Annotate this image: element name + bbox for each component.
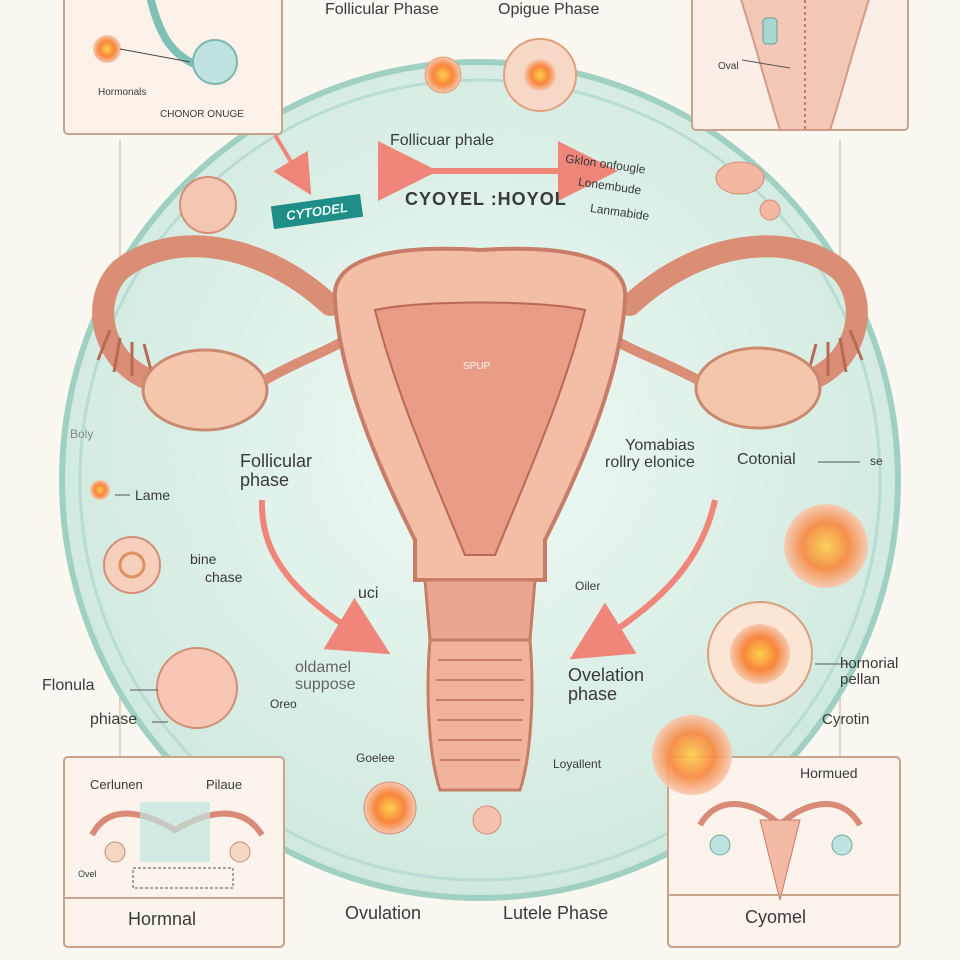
corpus-luteum-2: [652, 715, 732, 795]
label-bine: bine: [190, 551, 217, 567]
cell-right-2: [759, 199, 781, 221]
label-hormued: Hormued: [800, 765, 858, 781]
label-chase: chase: [205, 569, 243, 585]
label-top-oval: Oval: [718, 61, 739, 72]
follicle-bottom-small: [472, 805, 502, 835]
cervix: [423, 578, 537, 642]
label-cotonial: Cotonial: [737, 451, 796, 468]
label-follicuar-phale: Follicuar phale: [390, 132, 495, 149]
label-hormonals-small: Hormonals: [98, 87, 147, 98]
endometrium: [373, 301, 587, 556]
right-ovary: [694, 346, 822, 430]
label-ovulation: Ovulation: [345, 903, 422, 923]
follicle-left-low: [156, 647, 238, 729]
cell-right-1: [715, 161, 765, 195]
follicle-bottom: [363, 781, 417, 835]
arrow-top-left: [273, 133, 312, 196]
arrow-left-curve: [258, 499, 391, 655]
label-oldamel: oldamel suppose: [295, 659, 356, 693]
follicle-left-top: [179, 176, 237, 234]
label-lutele-phase: Lutele Phase: [503, 903, 609, 923]
label-ovelation: Ovelation phase: [568, 665, 645, 704]
label-flonula: Flonula: [42, 677, 95, 694]
vaginal-canal: [426, 638, 534, 792]
label-follicular-phase-mid: Follicular phase: [240, 451, 313, 490]
label-top-follicular: Follicular Phase: [325, 1, 439, 18]
label-oreo: Oreo: [270, 697, 297, 711]
label-cyotyel-hoyol: CYOYEL :HOYOL: [405, 189, 567, 209]
label-cyrotin: Cyrotin: [822, 711, 870, 728]
label-cerlunen: Cerlunen: [90, 777, 143, 792]
label-phiase: phiase: [90, 711, 138, 728]
label-goelee: Goelee: [356, 751, 395, 765]
corpus-luteum: [784, 504, 868, 588]
panel-top-right: [691, 0, 909, 131]
arrow-right-curve: [569, 499, 718, 660]
label-hornorial: hornorial pellan: [840, 655, 899, 688]
label-spup: SPUP: [463, 361, 491, 372]
label-ovel-tiny: Ovel: [78, 869, 97, 879]
panel-bottom-left: [63, 756, 285, 948]
label-pilaue: Pilaue: [206, 777, 243, 792]
panel-bottom-right: [667, 756, 901, 948]
label-lame: Lame: [135, 487, 171, 503]
panel-top-left: [63, 0, 283, 135]
left-fallopian-tube: [92, 235, 341, 391]
right-fallopian-tube: [619, 235, 868, 391]
label-hormnal: Hormnal: [128, 909, 197, 929]
follicle-top: [424, 56, 462, 94]
cycle-inner-ring: [78, 78, 882, 882]
label-top-opique: Opigue Phase: [498, 1, 600, 18]
label-oiler: Oiler: [575, 579, 601, 593]
label-cyomel: Cyomel: [745, 907, 807, 927]
label-chonor-onuge: CHONOR ONUGE: [160, 109, 244, 120]
label-se: se: [870, 454, 883, 468]
follicle-left-edge: [90, 480, 110, 500]
label-uci: uci: [358, 585, 379, 602]
label-loyallent: Loyallent: [553, 757, 602, 771]
label-boly: Boly: [70, 427, 94, 441]
follicle-left-mid: [103, 536, 161, 594]
left-ovary: [141, 348, 269, 432]
label-yomabias: Yomabias rollry elonice: [605, 437, 695, 471]
